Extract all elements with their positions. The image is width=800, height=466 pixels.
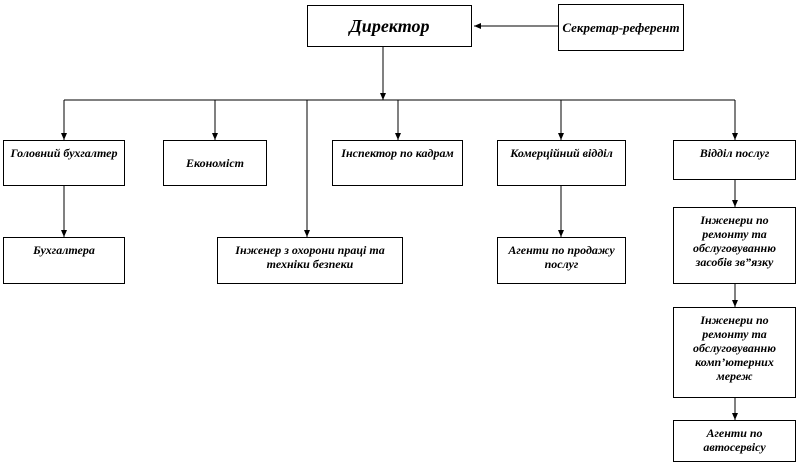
accountants-box: Бухгалтера <box>3 237 125 284</box>
autoservice-agents-box: Агенти по автосервісу <box>673 420 796 462</box>
autoservice-agents-label: Агенти по автосервісу <box>703 426 766 454</box>
secretary-box: Секретар-референт <box>558 4 684 51</box>
director-label: Директор <box>349 16 430 36</box>
accountants-label: Бухгалтера <box>33 243 95 257</box>
secretary-label: Секретар-референт <box>562 19 680 35</box>
director-box: Директор <box>307 5 472 47</box>
sales-agents-box: Агенти по продажу послуг <box>497 237 626 284</box>
comm-engineers-label: Інженери по ремонту та обслуговуванню за… <box>693 213 776 269</box>
network-engineers-box: Інженери по ремонту та обслуговуванню ко… <box>673 307 796 398</box>
commercial-dept-label: Комерційний відділ <box>510 146 613 160</box>
economist-label: Економіст <box>185 156 245 170</box>
sales-agents-label: Агенти по продажу послуг <box>508 243 615 271</box>
economist-box: Економіст <box>163 140 267 186</box>
chief-accountant-box: Головний бухгалтер <box>3 140 125 186</box>
services-dept-label: Відділ послуг <box>699 146 770 160</box>
hr-inspector-box: Інспектор по кадрам <box>332 140 463 186</box>
commercial-dept-box: Комерційний відділ <box>497 140 626 186</box>
hr-inspector-label: Інспектор по кадрам <box>341 146 454 160</box>
safety-engineer-label: Інженер з охорони праці та техніки безпе… <box>235 243 385 271</box>
comm-engineers-box: Інженери по ремонту та обслуговуванню за… <box>673 207 796 284</box>
chief-accountant-label: Головний бухгалтер <box>10 146 118 160</box>
network-engineers-label: Інженери по ремонту та обслуговуванню ко… <box>693 313 776 383</box>
services-dept-box: Відділ послуг <box>673 140 796 180</box>
safety-engineer-box: Інженер з охорони праці та техніки безпе… <box>217 237 403 284</box>
